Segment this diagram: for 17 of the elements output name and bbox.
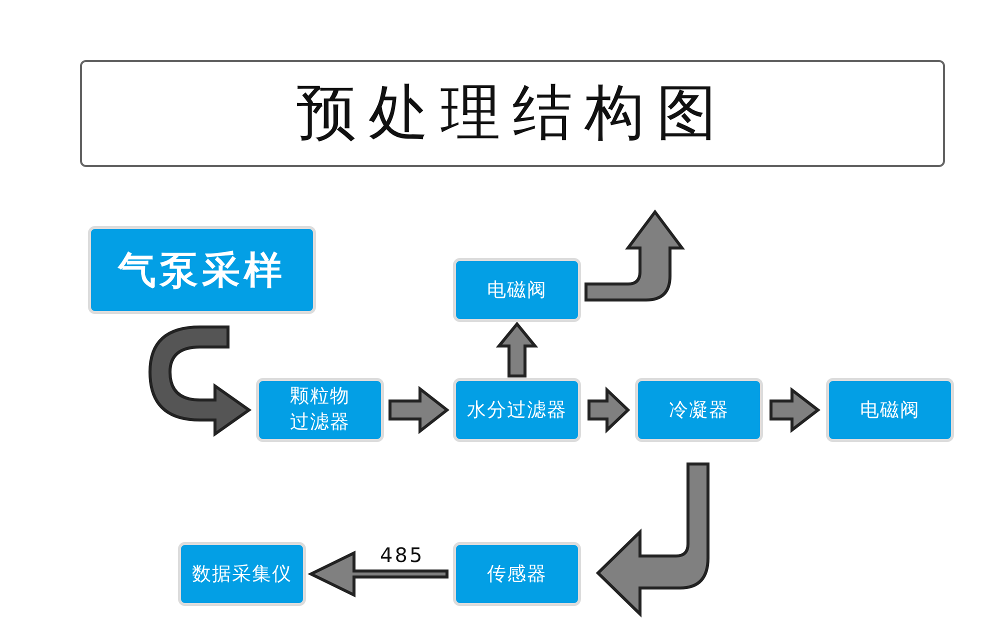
block-arrow [584,210,684,302]
process-box: 冷凝器 [635,378,763,442]
block-arrow [388,386,450,434]
block-arrow [588,386,630,434]
process-box: 气泵采样 [88,226,316,314]
block-arrow [596,462,710,616]
process-box: 颗粒物过滤器 [256,378,384,442]
title-banner: 预处理结构图 [80,60,945,167]
process-box: 水分过滤器 [453,378,581,442]
process-box: 传感器 [453,542,581,606]
process-box: 电磁阀 [826,378,954,442]
process-box: 数据采集仪 [178,542,306,606]
block-arrow [148,326,250,436]
block-arrow [308,550,448,598]
block-arrow [496,322,538,378]
block-arrow [770,386,820,434]
process-box: 电磁阀 [453,258,581,322]
